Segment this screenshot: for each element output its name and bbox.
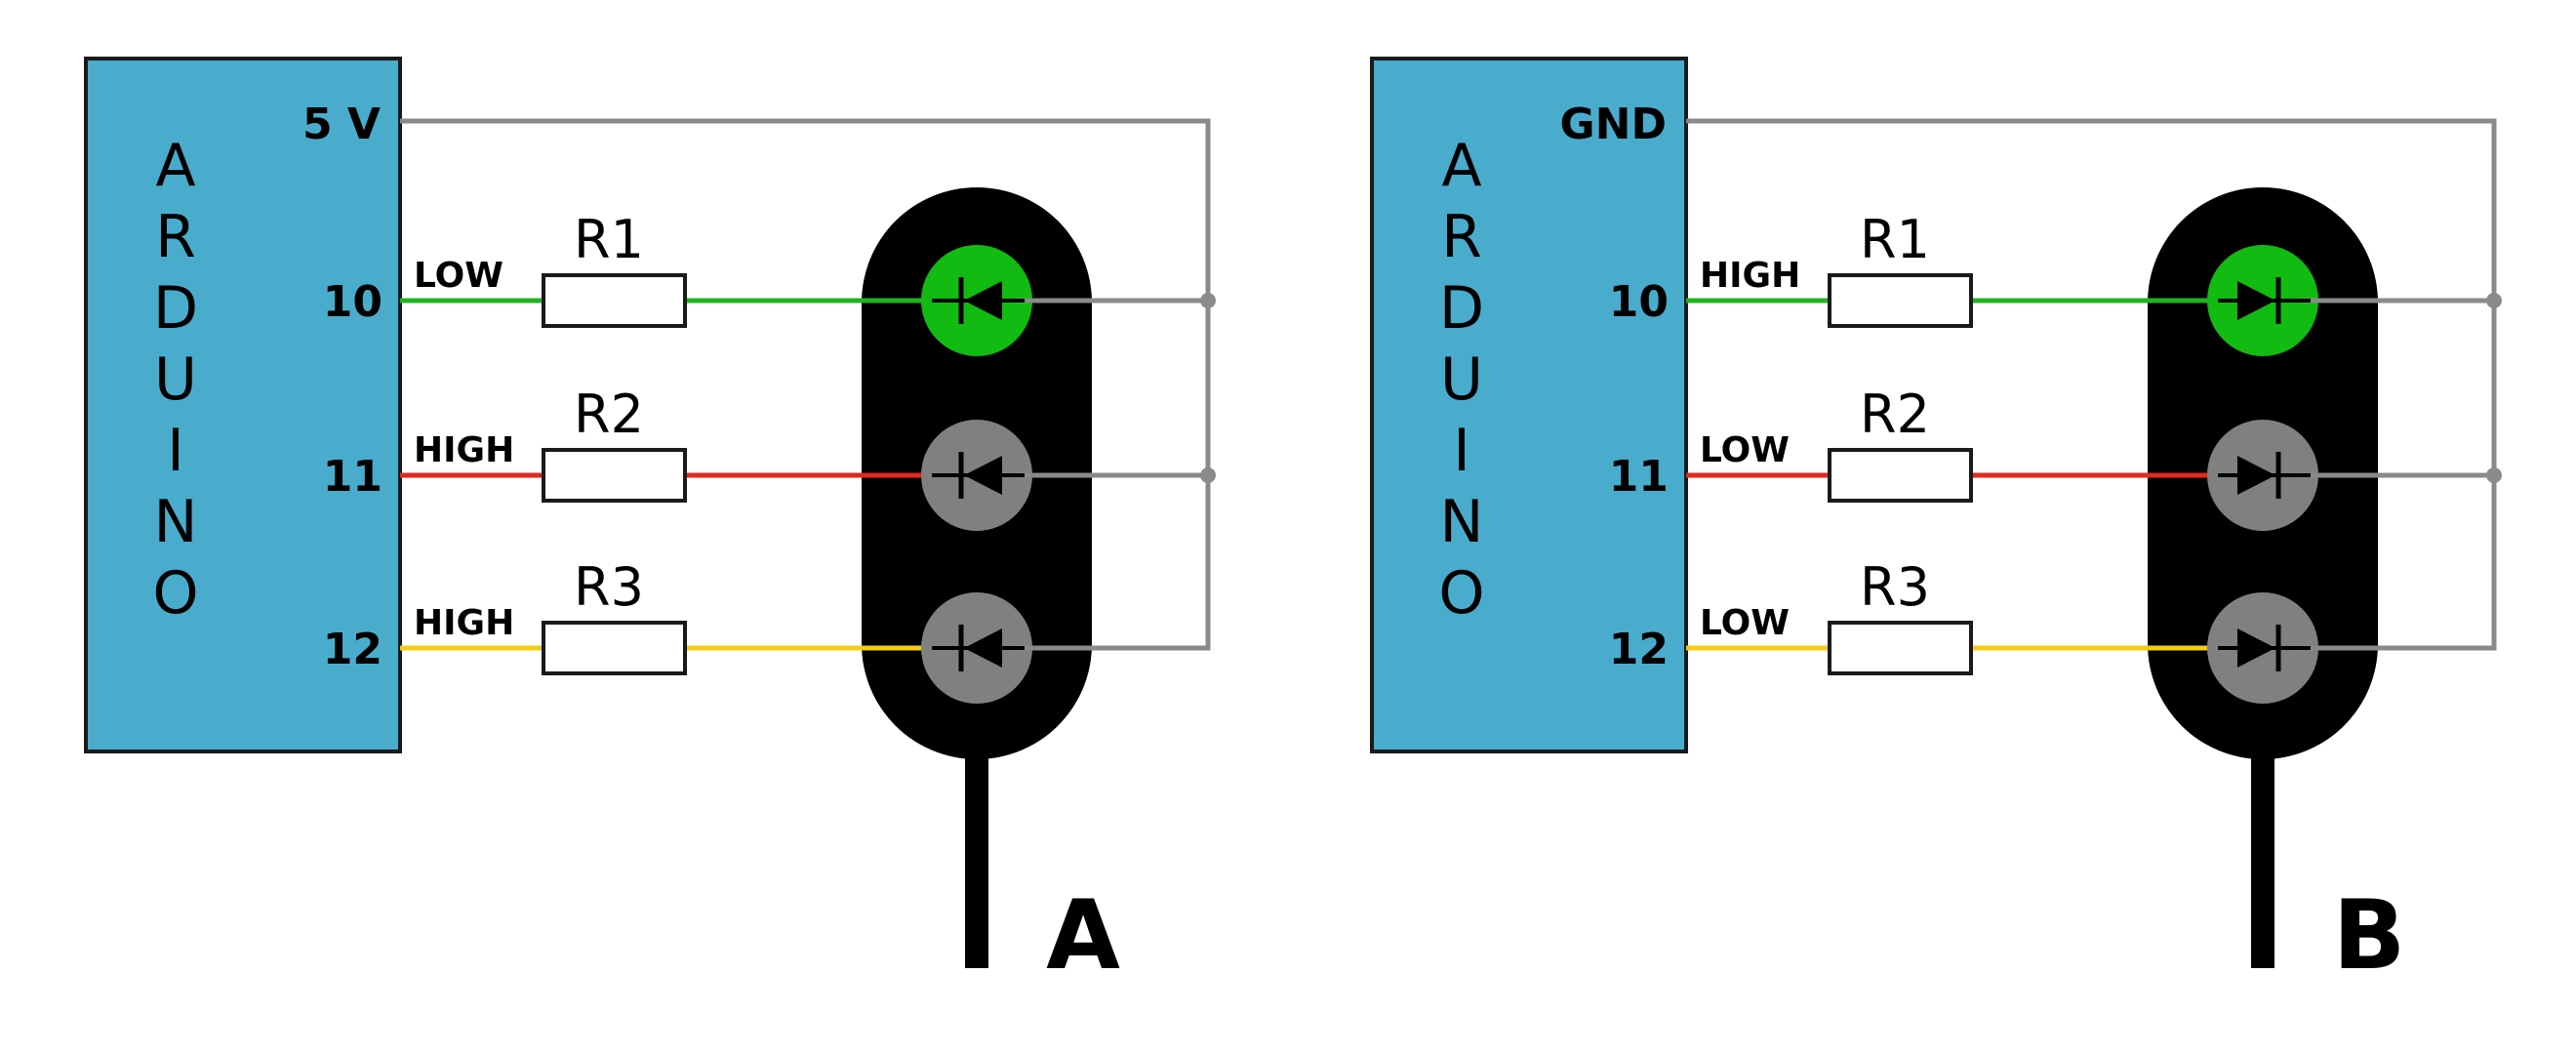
arduino-board <box>84 57 402 753</box>
panel-label: B <box>2333 880 2406 992</box>
junction-dot <box>1200 467 1216 483</box>
pin-label: 10 <box>323 277 382 327</box>
level-label: LOW <box>1700 603 1790 643</box>
diode-triangle <box>2237 456 2275 495</box>
resistor <box>542 448 687 503</box>
resistor <box>1828 621 1973 675</box>
arduino-letter: I <box>167 417 184 485</box>
diode-symbol <box>932 277 1025 324</box>
arduino-letter: N <box>154 488 198 556</box>
level-label: HIGH <box>414 430 514 470</box>
arduino-letter: U <box>1440 345 1483 414</box>
supply-pin-label: GND <box>1560 100 1667 149</box>
arduino-letter: A <box>1441 132 1481 200</box>
pin-label: 11 <box>323 452 382 502</box>
arduino-letter: D <box>153 274 198 343</box>
traffic-light-pole <box>2251 751 2274 968</box>
traffic-light-pole <box>965 751 988 968</box>
level-label: HIGH <box>1700 256 1800 296</box>
level-label: HIGH <box>414 603 514 643</box>
resistor-label: R1 <box>1860 209 1930 270</box>
resistor-label: R2 <box>574 384 644 445</box>
arduino-letter: I <box>1453 417 1470 485</box>
diode-symbol <box>2218 452 2311 499</box>
panel-label: A <box>1046 880 1120 992</box>
junction-dot <box>2486 467 2502 483</box>
pin-label: 10 <box>1609 277 1669 327</box>
resistor <box>1828 273 1973 328</box>
arduino-letter: O <box>152 559 198 628</box>
pin-label: 11 <box>1609 452 1669 502</box>
level-label: LOW <box>414 256 503 296</box>
level-label: LOW <box>1700 430 1790 470</box>
arduino-letter: O <box>1438 559 1484 628</box>
diode-symbol <box>2218 625 2311 671</box>
resistor-label: R3 <box>574 556 644 618</box>
arduino-letter: R <box>1441 203 1482 271</box>
diode-symbol <box>2218 277 2311 324</box>
junction-dot <box>1200 293 1216 308</box>
diode-triangle <box>964 456 1002 495</box>
arduino-letter: A <box>155 132 195 200</box>
diode-triangle <box>2237 628 2275 668</box>
resistor <box>542 621 687 675</box>
arduino-letter: R <box>155 203 196 271</box>
pin-label: 12 <box>1609 625 1669 674</box>
diode-triangle <box>964 628 1002 668</box>
resistor <box>1828 448 1973 503</box>
arduino-letter: N <box>1440 488 1484 556</box>
arduino-board <box>1370 57 1688 753</box>
supply-pin-label: 5 V <box>302 100 381 149</box>
junction-dot <box>2486 293 2502 308</box>
diode-triangle <box>2237 281 2275 320</box>
diode-triangle <box>964 281 1002 320</box>
arduino-letter: D <box>1439 274 1484 343</box>
resistor-label: R2 <box>1860 384 1930 445</box>
resistor-label: R3 <box>1860 556 1930 618</box>
resistor <box>542 273 687 328</box>
resistor-label: R1 <box>574 209 644 270</box>
pin-label: 12 <box>323 625 382 674</box>
arduino-letter: U <box>154 345 197 414</box>
diode-symbol <box>932 452 1025 499</box>
diode-symbol <box>932 625 1025 671</box>
